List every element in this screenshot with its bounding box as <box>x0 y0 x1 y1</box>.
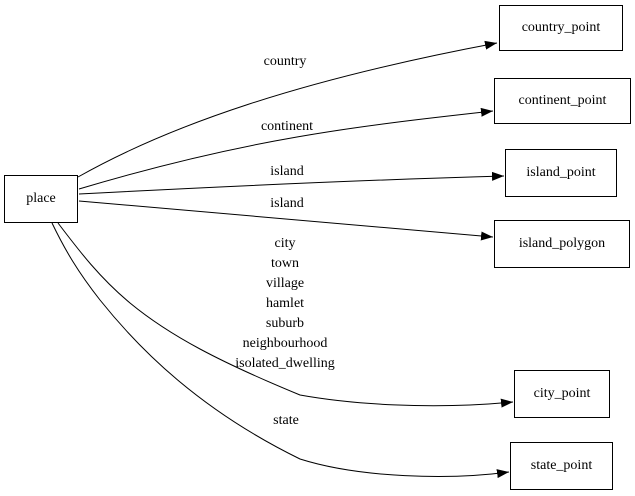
edge-label-place-continent_point: continent <box>260 119 314 134</box>
node-island_polygon: island_polygon <box>494 220 630 268</box>
edge-place-island_polygon <box>78 200 494 241</box>
edge-label-place-island_point: island <box>270 164 304 179</box>
edge-label-place-city_point: city town village hamlet suburb neighbou… <box>235 236 335 371</box>
edge-place-island_point <box>78 171 505 195</box>
edge-label-place-state_point: state <box>273 413 299 428</box>
edge-place-continent_point <box>78 107 494 190</box>
node-label-place: place <box>26 191 56 206</box>
edge-place-country_point <box>77 40 498 178</box>
node-place: place <box>4 175 78 223</box>
node-country_point: country_point <box>499 5 623 51</box>
edge-place-city_point <box>57 222 514 408</box>
edge-place-state_point <box>51 222 510 479</box>
node-label-city_point: city_point <box>533 386 591 401</box>
node-city_point: city_point <box>514 370 610 418</box>
node-label-continent_point: continent_point <box>518 93 607 108</box>
node-island_point: island_point <box>505 149 617 197</box>
node-continent_point: continent_point <box>494 78 631 124</box>
edge-label-place-country_point: country <box>263 54 307 69</box>
node-label-state_point: state_point <box>530 458 593 473</box>
node-label-country_point: country_point <box>521 20 601 35</box>
node-label-island_polygon: island_polygon <box>518 236 606 251</box>
node-label-island_point: island_point <box>526 165 596 180</box>
node-state_point: state_point <box>510 442 613 490</box>
edge-label-place-island_polygon: island <box>270 196 304 211</box>
